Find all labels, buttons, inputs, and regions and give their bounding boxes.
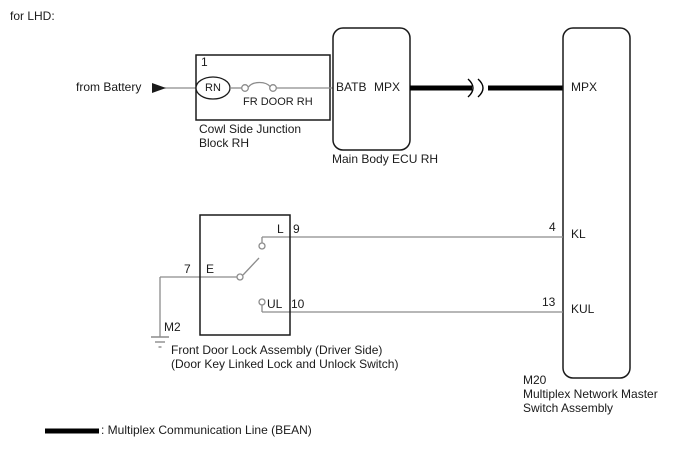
ecu-name: Main Body ECU RH	[332, 152, 439, 166]
dl-name-line1: Front Door Lock Assembly (Driver Side)	[171, 343, 383, 357]
battery-label: from Battery	[76, 80, 142, 94]
ecu-terminal-mpx: MPX	[374, 80, 401, 94]
dl-l-pin: 9	[293, 222, 300, 236]
relay-label: RN	[205, 82, 221, 94]
battery-arrow-icon	[152, 83, 166, 93]
junction-name-line2: Block RH	[199, 136, 250, 150]
legend-label: : Multiplex Communication Line (BEAN)	[101, 423, 312, 437]
ground-code: M2	[164, 320, 181, 334]
ms-name-line1: Multiplex Network Master	[523, 387, 658, 401]
ul-contact	[258, 298, 266, 306]
ms-connector-code: M20	[523, 373, 547, 387]
l-contact	[258, 242, 266, 250]
line-break-icon	[467, 78, 484, 98]
switch-arm	[242, 257, 260, 276]
dl-e-pin: 7	[184, 262, 191, 276]
dl-terminal-l: L	[277, 222, 284, 236]
door-lock-box	[199, 214, 291, 336]
ms-terminal-kul: KUL	[571, 302, 595, 316]
ms-kl-pin: 4	[549, 220, 556, 234]
dl-terminal-e: E	[206, 262, 215, 276]
fuse-terminal-right	[269, 84, 277, 92]
dl-name-line2: (Door Key Linked Lock and Unlock Switch)	[171, 357, 399, 371]
ms-name-line2: Switch Assembly	[523, 401, 614, 415]
dl-ul-pin: 10	[291, 297, 305, 311]
ms-terminal-mpx: MPX	[571, 80, 598, 94]
common-contact	[236, 273, 244, 281]
fuse-terminal-left	[241, 84, 249, 92]
fuse-element	[247, 81, 272, 88]
master-switch-box	[562, 27, 631, 379]
page-title: for LHD:	[10, 9, 55, 23]
fuse-label: FR DOOR RH	[243, 96, 313, 108]
ecu-terminal-batb: BATB	[336, 80, 367, 94]
ms-kul-pin: 13	[542, 295, 556, 309]
dl-terminal-ul: UL	[267, 297, 283, 311]
junction-name-line1: Cowl Side Junction	[199, 122, 302, 136]
ms-terminal-kl: KL	[571, 227, 586, 241]
junction-pin-number: 1	[201, 55, 208, 69]
